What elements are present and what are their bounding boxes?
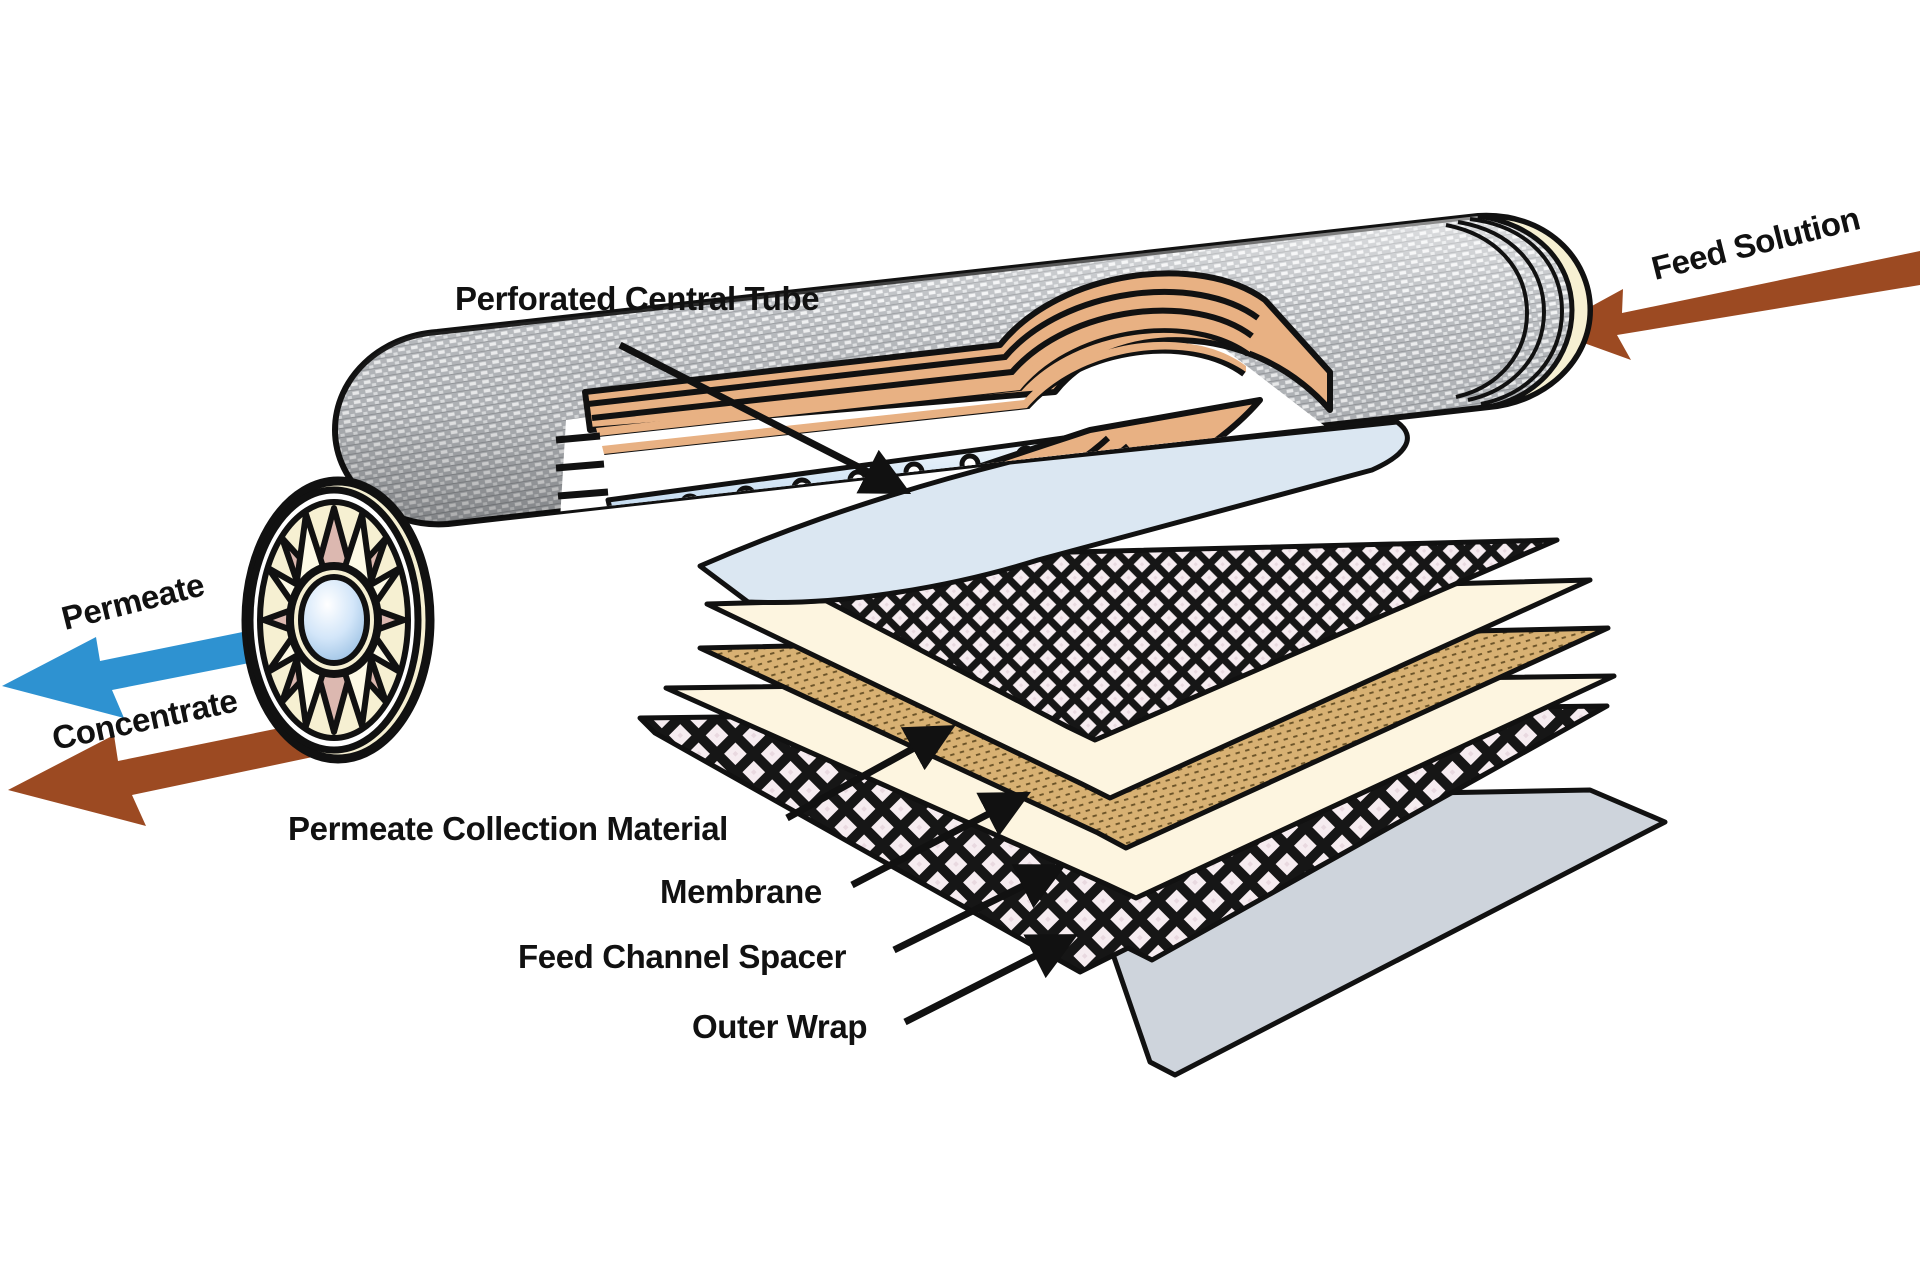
label-membrane: Membrane: [660, 873, 822, 910]
spiral-wrap: [582, 270, 1333, 455]
leader-outer-wrap: [903, 934, 1079, 1026]
leader-lines: [618, 341, 1079, 1026]
label-outer-wrap: Outer Wrap: [692, 1008, 867, 1045]
label-perforated-central-tube: Perforated Central Tube: [455, 280, 819, 317]
membrane-leaf-tongue: [697, 419, 1410, 605]
cylinder-right-end: [1445, 213, 1593, 410]
label-feed-channel-spacer: Feed Channel Spacer: [518, 938, 847, 975]
flow-arrow-feed-solution: [1548, 251, 1920, 360]
leader-membrane: [850, 791, 1032, 889]
leader-feed-channel-spacer: [892, 864, 1067, 954]
permeate-port: [298, 574, 370, 666]
label-permeate-collection-material: Permeate Collection Material: [288, 810, 728, 847]
layer-feed-channel-spacer-top: [745, 537, 1560, 743]
anti-telescoping-endcap: [241, 476, 435, 764]
leader-permeate-collection-material: [785, 725, 956, 822]
leader-perforated-central-tube: [618, 341, 912, 494]
